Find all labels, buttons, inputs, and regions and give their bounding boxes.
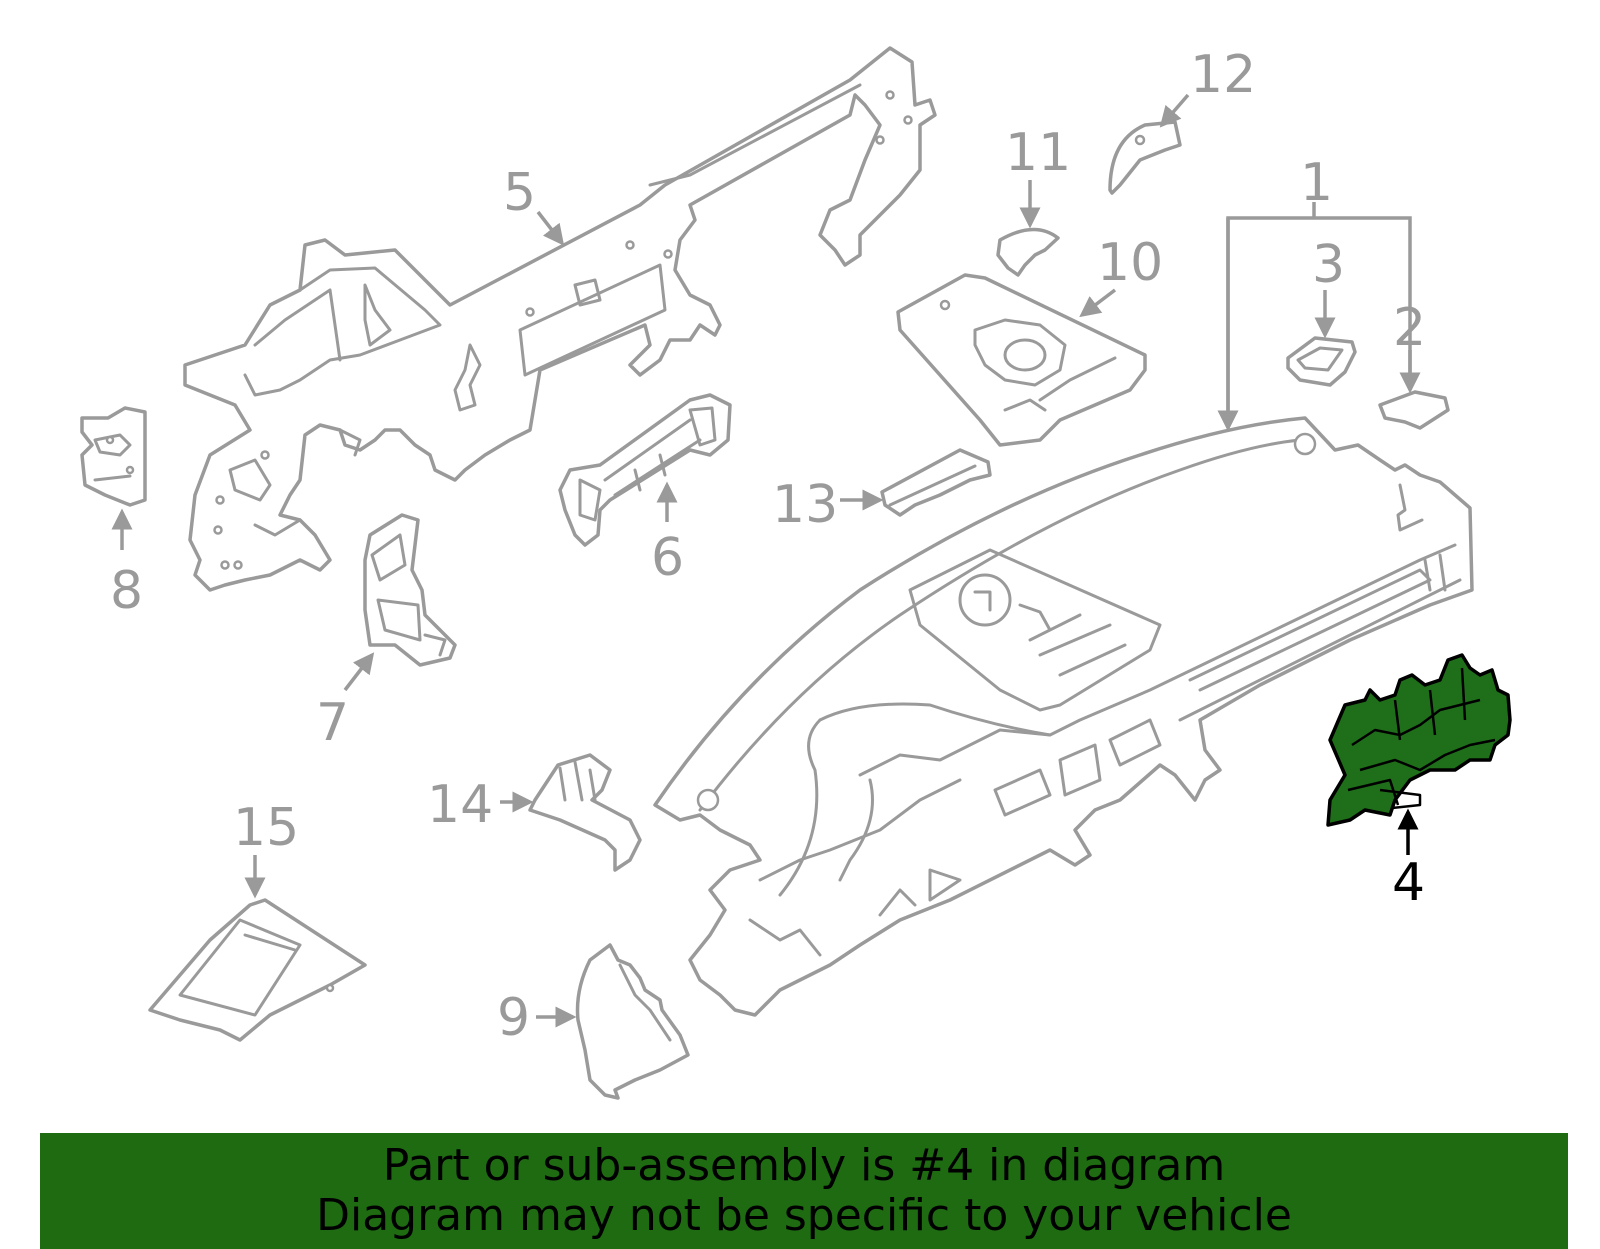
part-15-trim-panel	[148, 898, 367, 1042]
callout-4: 4	[1392, 853, 1425, 913]
callout-9: 9	[497, 988, 530, 1048]
callout-2: 2	[1393, 298, 1426, 358]
part-3-clip	[1286, 336, 1357, 387]
part-6-brace	[558, 393, 732, 547]
part-4-highlighted-bracket	[1326, 653, 1512, 827]
part-13-vent	[880, 448, 992, 517]
part-14-duct	[528, 753, 642, 872]
banner-line-1: Part or sub-assembly is #4 in diagram	[382, 1140, 1226, 1191]
callout-10: 10	[1097, 233, 1163, 293]
part-9-side-cover	[575, 943, 690, 1100]
parts-diagram: 1 2 3 4 5 6 7 8 9 10 11 12 13 14 15	[80, 45, 1512, 1100]
callout-7: 7	[316, 693, 349, 753]
callout-5: 5	[503, 163, 536, 223]
part-5-cross-car-beam	[183, 46, 937, 592]
banner-line-2: Diagram may not be specific to your vehi…	[316, 1190, 1292, 1241]
callout-8: 8	[110, 561, 143, 621]
callout-labels: 1 2 3 4 5 6 7 8 9 10 11 12 13 14 15	[110, 45, 1426, 1048]
part-7-bracket	[363, 513, 457, 667]
callout-12: 12	[1190, 45, 1256, 105]
part-2-clip	[1378, 390, 1450, 430]
callout-13: 13	[772, 475, 838, 535]
callout-15: 15	[233, 798, 299, 858]
callout-1: 1	[1300, 153, 1333, 213]
part-10-console-trim	[896, 273, 1147, 447]
leader-lines	[111, 93, 1421, 1028]
callout-3: 3	[1312, 235, 1345, 295]
part-12-cover	[1108, 120, 1182, 195]
callout-11: 11	[1005, 123, 1071, 183]
part-11-cap	[996, 227, 1060, 277]
part-8-bracket	[80, 406, 147, 507]
callout-6: 6	[651, 528, 684, 588]
info-banner: Part or sub-assembly is #4 in diagram Di…	[40, 1133, 1568, 1249]
callout-14: 14	[427, 775, 493, 835]
part-1-instrument-panel	[653, 416, 1474, 1017]
